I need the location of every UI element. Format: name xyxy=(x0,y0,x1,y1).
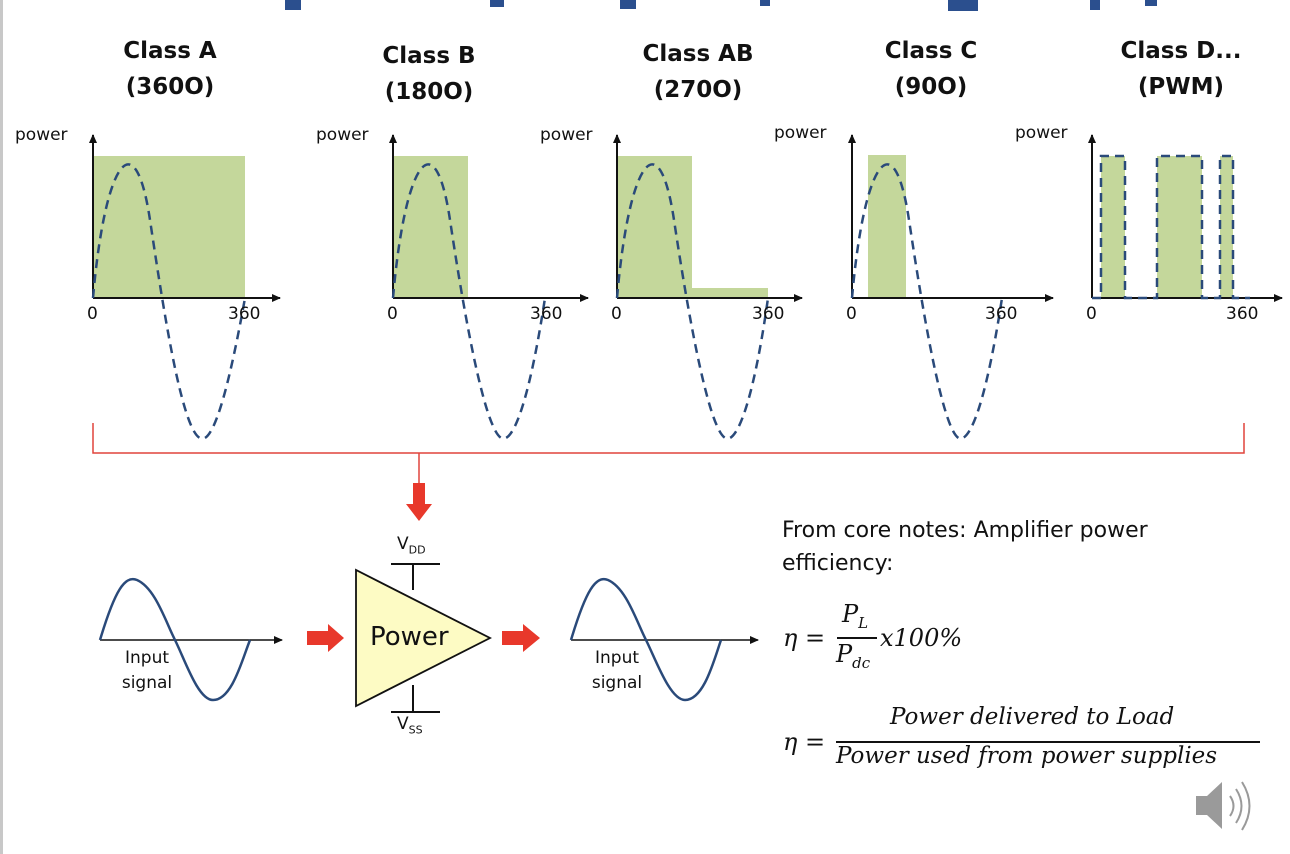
x-axis-end: 360 xyxy=(985,304,1018,324)
fraction-bar xyxy=(836,741,1260,743)
class-c-title: Class C (90O) xyxy=(841,33,1021,105)
class-angle: (360O) xyxy=(125,74,215,100)
sine-wave xyxy=(850,163,1004,440)
vss-label: VSS xyxy=(397,714,423,737)
panel-class-ab xyxy=(613,134,803,440)
x-axis-start: 0 xyxy=(611,304,622,324)
x-axis-end: 360 xyxy=(228,304,261,324)
y-axis-label: power xyxy=(15,125,68,145)
class-angle: (90O) xyxy=(894,74,968,100)
denominator: Power used from power supplies xyxy=(836,743,1218,769)
y-axis-label: power xyxy=(1015,123,1068,143)
panel-class-c xyxy=(848,134,1054,440)
y-axis-label: power xyxy=(540,125,593,145)
pulse-3 xyxy=(1220,156,1233,298)
red-right-arrow-2 xyxy=(502,624,540,652)
conduction-area xyxy=(868,155,906,298)
percent-suffix: x100% xyxy=(880,624,963,652)
y-axis-label: power xyxy=(774,123,827,143)
x-axis-start: 0 xyxy=(1086,304,1097,324)
red-down-arrow xyxy=(406,483,432,521)
fraction-bar xyxy=(837,637,877,639)
conduction-area xyxy=(93,156,245,298)
input-signal xyxy=(98,577,283,702)
numerator: Power delivered to Load xyxy=(890,704,1175,730)
class-name: Class A xyxy=(123,38,217,64)
speaker-icon[interactable] xyxy=(1196,781,1251,831)
class-b-title: Class B (180O) xyxy=(339,38,519,110)
panel-class-b xyxy=(389,134,589,440)
sine-wave xyxy=(391,163,547,440)
efficiency-notes: From core notes: Amplifier power efficie… xyxy=(782,518,1148,576)
bias-area xyxy=(692,288,768,298)
class-name: Class AB xyxy=(642,41,754,67)
sine-wave xyxy=(615,163,770,440)
class-d-title: Class D... (PWM) xyxy=(1091,33,1271,105)
class-name: Class C xyxy=(884,38,978,64)
pulse-2 xyxy=(1157,156,1202,298)
class-ab-title: Class AB (270O) xyxy=(608,36,788,108)
x-axis-start: 0 xyxy=(87,304,98,324)
x-axis-end: 360 xyxy=(530,304,563,324)
conduction-area xyxy=(617,156,692,298)
red-right-arrow-1 xyxy=(307,624,344,652)
slide-border xyxy=(0,0,3,854)
x-axis-end: 360 xyxy=(1226,304,1259,324)
pulse-1 xyxy=(1101,156,1125,298)
class-a-title: Class A (360O) xyxy=(80,33,260,105)
eta-label: η = xyxy=(783,728,826,756)
numerator: PL xyxy=(842,600,869,632)
power-amplifier xyxy=(355,563,492,713)
output-signal xyxy=(569,577,759,702)
x-axis-start: 0 xyxy=(387,304,398,324)
class-angle: (270O) xyxy=(653,77,743,103)
sine-wave xyxy=(91,163,247,440)
x-axis-start: 0 xyxy=(846,304,857,324)
selection-bracket xyxy=(92,423,1245,521)
denominator: Pdc xyxy=(836,640,871,672)
class-name: Class B xyxy=(382,43,476,69)
x-axis-end: 360 xyxy=(752,304,785,324)
conduction-area xyxy=(393,156,468,298)
vdd-label: VDD xyxy=(397,534,426,557)
panel-class-d xyxy=(1088,134,1283,302)
class-name: Class D... xyxy=(1120,38,1242,64)
amplifier-triangle xyxy=(355,568,492,708)
panel-class-a xyxy=(89,134,281,440)
pwm-wave xyxy=(1092,154,1250,300)
eta-label: η = xyxy=(783,624,826,652)
class-angle: (180O) xyxy=(384,79,474,105)
cropped-title-fragments xyxy=(285,0,1157,11)
class-angle: (PWM) xyxy=(1137,74,1225,100)
amplifier-label: Power xyxy=(370,622,449,652)
y-axis-label: power xyxy=(316,125,369,145)
